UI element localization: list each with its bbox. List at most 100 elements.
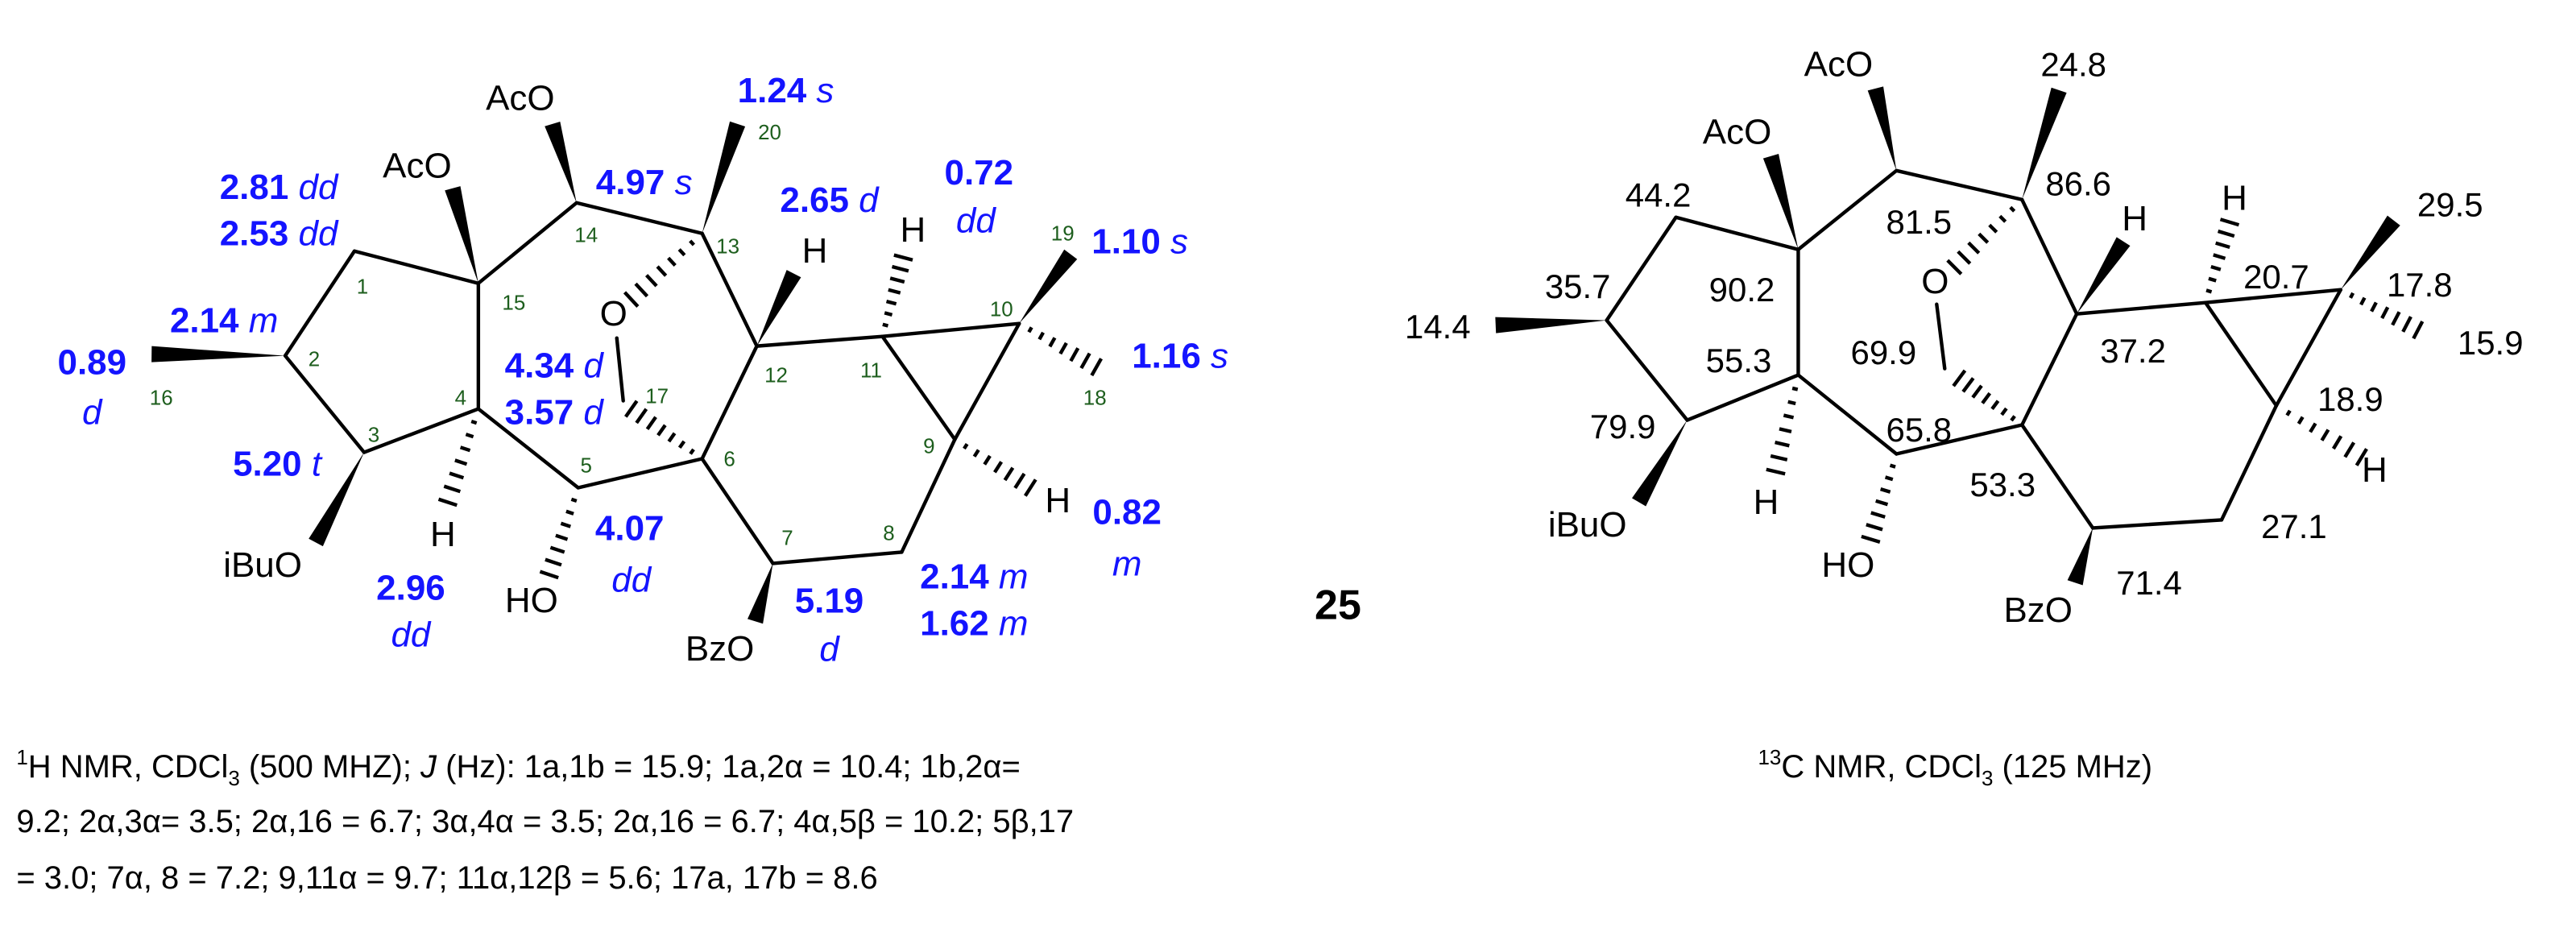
hashed-bond: [2349, 292, 2425, 340]
bond: [476, 407, 580, 490]
shift-h1b: 2.53 dd: [220, 213, 339, 253]
bond: [755, 334, 884, 348]
shift-c18: 15.9: [2458, 324, 2524, 362]
atom-number: 19: [1051, 222, 1075, 246]
wedge-bond: [748, 563, 773, 624]
hashed-bond: [437, 419, 478, 507]
shift-h17b: 3.57 d: [505, 392, 605, 432]
shift-c7: 71.4: [2116, 564, 2182, 602]
atom-number: 3: [368, 423, 379, 447]
atom-number: 15: [502, 291, 525, 315]
hydrogen-label: H: [901, 210, 926, 250]
bond: [1685, 373, 1800, 422]
shift-h2: 2.14 m: [170, 300, 278, 340]
bond: [1796, 373, 1899, 456]
shift-h11: 0.72: [945, 152, 1014, 192]
mult-h11: dd: [956, 201, 996, 240]
atom-number: 14: [574, 223, 598, 247]
mult-h4: dd: [391, 615, 431, 654]
bond: [362, 407, 481, 454]
shift-c16: 14.4: [1405, 308, 1471, 346]
shift-h9: 0.82: [1092, 492, 1162, 532]
shift-c15: 90.2: [1709, 271, 1775, 309]
hydrogen-label: H: [1754, 483, 1779, 522]
wedge-bond: [2067, 528, 2094, 586]
shift-h3: 5.20 t: [233, 444, 323, 483]
hydroxy-label: HO: [505, 581, 558, 620]
wedge-bond: [756, 270, 801, 346]
shift-c11: 20.7: [2243, 258, 2309, 296]
isobutyryloxy-label: iBuO: [223, 545, 302, 585]
structure-right-atom-labels: AcO AcO O H H H iBuO H HO BzO: [1548, 44, 2388, 629]
shift-h14: 4.97 s: [596, 162, 693, 201]
shift-c1: 44.2: [1626, 176, 1692, 213]
atom-number: 18: [1083, 386, 1107, 410]
bond: [771, 550, 904, 565]
hydrogen-label: H: [2222, 178, 2247, 217]
shift-h20: 1.24 s: [738, 70, 835, 110]
wedge-bond: [2340, 215, 2400, 290]
shift-h17a: 4.34 d: [505, 346, 605, 385]
bond: [1895, 423, 2024, 456]
shift-c13: 86.6: [2045, 164, 2111, 202]
atom-number: 8: [883, 520, 894, 545]
c-nmr-caption: 13C NMR, CDCl3 (125 MHz): [1758, 745, 2152, 790]
hashed-bond: [539, 497, 578, 580]
bond: [700, 344, 759, 461]
structure-right-bonds: [1495, 86, 2425, 586]
bond: [2219, 404, 2279, 522]
shift-c8: 27.1: [2261, 507, 2327, 545]
shift-c5: 65.8: [1886, 411, 1952, 449]
wedge-bond: [1762, 154, 1799, 250]
hashed-bond: [624, 400, 695, 455]
atom-number: 13: [716, 234, 739, 259]
atom-numbers: 1 2 3 4 5 6 7 8 9 10 11 12 13 14 15 16 1…: [150, 120, 1107, 550]
bond: [2203, 300, 2279, 408]
shift-c17: 69.9: [1851, 333, 1917, 371]
hydrogen-label: H: [1045, 481, 1071, 520]
bond: [1796, 168, 1899, 251]
bond: [2074, 300, 2208, 316]
atom-number: 5: [581, 454, 592, 478]
mult-h9: m: [1112, 544, 1142, 583]
structure-left-atom-labels: AcO AcO O H H H iBuO H HO BzO: [223, 78, 1071, 668]
bond: [476, 201, 578, 285]
bond: [880, 334, 957, 441]
atom-number: 11: [860, 358, 882, 383]
bond: [576, 457, 704, 490]
acetoxy-label: AcO: [1703, 112, 1771, 151]
hydrogen-label: H: [2122, 199, 2147, 238]
hydrogen-label: H: [430, 515, 456, 554]
shift-h19: 1.10 s: [1091, 222, 1188, 261]
bond: [283, 249, 357, 358]
mult-h16: d: [82, 392, 103, 432]
bond: [1605, 318, 1689, 422]
atom-number: 20: [758, 120, 781, 144]
bridge-oxygen-label: O: [600, 294, 627, 333]
benzoyloxy-label: BzO: [685, 629, 754, 669]
shift-h18: 1.16 s: [1132, 336, 1228, 375]
atom-number: 10: [990, 297, 1013, 321]
bond: [2203, 288, 2343, 304]
bond: [1935, 302, 1947, 371]
acetoxy-label: AcO: [383, 146, 451, 185]
bond: [1674, 215, 1800, 251]
compound-number: 25: [1315, 582, 1361, 628]
bond: [1895, 168, 2024, 201]
bond: [953, 321, 1021, 441]
wedge-bond: [1019, 249, 1078, 324]
atom-number: 16: [150, 386, 173, 410]
hydrogen-label: H: [802, 231, 828, 271]
wedge-bond: [2022, 87, 2067, 200]
hydrogen-label: H: [2362, 450, 2388, 490]
bond: [2020, 423, 2095, 530]
atom-number: 1: [357, 275, 368, 299]
hydroxy-label: HO: [1821, 545, 1874, 585]
wedge-bond: [545, 121, 577, 203]
bond: [2090, 518, 2224, 530]
h-nmr-caption-line-1: 1H NMR, CDCl3 (500 MHZ); J (Hz): 1a,1b =…: [16, 745, 1020, 790]
bond: [283, 354, 367, 454]
shift-h1a: 2.81 dd: [220, 167, 339, 206]
bond: [900, 437, 957, 554]
